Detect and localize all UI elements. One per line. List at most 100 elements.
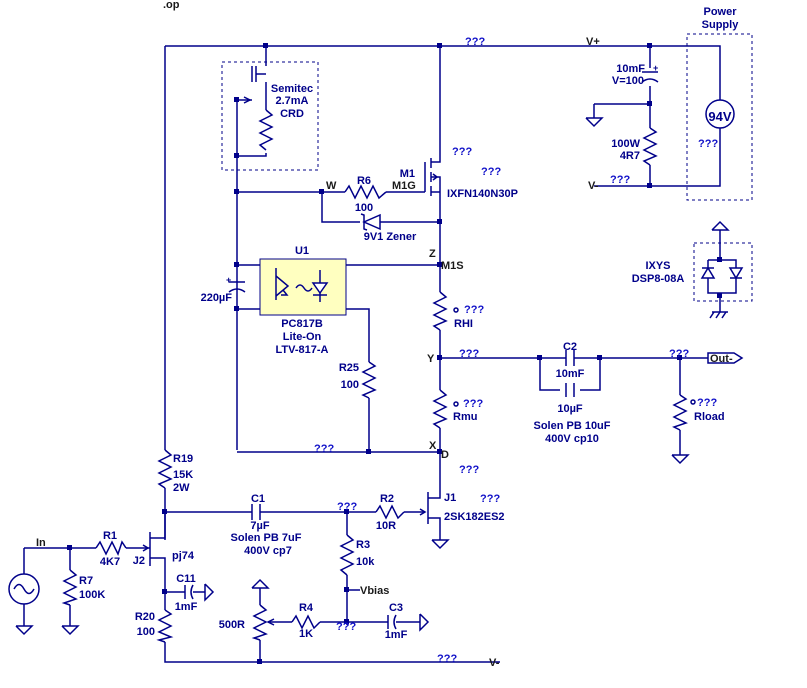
c3-capacitor[interactable]: C3 1mF [385, 602, 430, 641]
r6-resistor[interactable]: R6 100 [344, 175, 387, 214]
r25-resistor[interactable]: R25 100 [339, 361, 377, 399]
bulk-capacitor[interactable]: + 10mF V=100 [612, 63, 659, 87]
net-in: In [36, 537, 46, 549]
j2-jfet[interactable]: J2 pj74 [133, 512, 195, 567]
crd-line1: Semitec [271, 83, 313, 95]
m1-name: M1 [400, 168, 415, 180]
r1-value: 4K7 [100, 556, 120, 568]
net-x: X [429, 440, 437, 452]
zener-diode[interactable]: 9V1 Zener [360, 213, 417, 243]
c3-name: C3 [389, 602, 403, 614]
c2-name: C2 [563, 341, 577, 353]
net-w: W [326, 180, 337, 192]
net-vbias: Vbias [360, 585, 389, 597]
j2-part: pj74 [172, 550, 195, 562]
bleeder-resistor[interactable]: 100W 4R7 [611, 127, 658, 166]
r2-resistor[interactable]: R2 10R [375, 493, 405, 532]
plus-sign: + [653, 63, 658, 73]
r3-name: R3 [356, 539, 370, 551]
rhi-resistor[interactable]: RHI [432, 291, 473, 331]
c1-line2: 400V cp7 [244, 545, 292, 557]
out-port[interactable]: Out- [707, 352, 744, 365]
r19-name: R19 [173, 453, 193, 465]
r4-name: R4 [299, 602, 314, 614]
c3-value: 1mF [385, 629, 408, 641]
net-m1s: M1S [441, 260, 464, 272]
rmu-name: Rmu [453, 411, 477, 423]
readout-x: ??? [314, 443, 334, 455]
net-vplus: V+ [586, 36, 600, 48]
r6-name: R6 [357, 175, 371, 187]
c2-line1: Solen PB 10uF [533, 420, 610, 432]
rmu-resistor[interactable]: Rmu [432, 389, 477, 429]
net-z: Z [429, 248, 436, 260]
j1-part: 2SK182ES2 [444, 511, 505, 523]
readout-r4: ??? [336, 621, 356, 633]
r19-resistor[interactable]: R19 15K 2W [157, 449, 193, 494]
net-out: Out- [710, 353, 733, 365]
r3-value: 10k [356, 556, 375, 568]
j2-name: J2 [133, 555, 145, 567]
bulk-cap-value1: 10mF [616, 63, 645, 75]
spice-directive[interactable]: .op [163, 0, 180, 11]
crd-line3: CRD [280, 108, 304, 120]
plus-sign: + [226, 275, 231, 285]
j1-name: J1 [444, 492, 456, 504]
readout-vminus-bottom: ??? [437, 653, 457, 665]
net-vminus-bottom: V- [489, 657, 500, 669]
supply-voltage: 94V [708, 109, 731, 124]
readout-y: ??? [459, 348, 479, 360]
c11-value: 1mF [175, 601, 198, 613]
r4-value: 1K [299, 628, 313, 640]
readout-vminus: ??? [610, 174, 630, 186]
ixys-line1: IXYS [645, 260, 670, 272]
readout-j1: ??? [480, 493, 500, 505]
r19-value: 15K [173, 469, 193, 481]
rload-name: Rload [694, 411, 725, 423]
ixys-diode-pair[interactable]: IXYS DSP8-08A [632, 220, 753, 319]
c1-value: 7µF [250, 520, 269, 532]
r3-resistor[interactable]: R3 10k [339, 534, 375, 576]
c2-capacitor[interactable]: C2 10mF 10µF Solen PB 10uF 400V cp10 [533, 341, 610, 445]
pot-500r[interactable]: 500R [219, 578, 275, 641]
c220-capacitor[interactable]: + 220µF [201, 275, 246, 304]
c1-capacitor[interactable]: C1 7µF Solen PB 7uF 400V cp7 [231, 493, 302, 557]
r1-resistor[interactable]: R1 4K7 [95, 530, 127, 568]
zener-label: 9V1 Zener [364, 231, 417, 243]
r1-name: R1 [103, 530, 117, 542]
r20-resistor[interactable]: R20 100 [135, 609, 174, 643]
crd-component[interactable]: Semitec 2.7mA CRD [221, 61, 319, 171]
j1-jfet[interactable]: J1 2SK182ES2 [419, 490, 505, 550]
u1-optocoupler[interactable]: U1 PC817B Lite-On LTV-817-A [259, 245, 347, 356]
ixys-line2: DSP8-08A [632, 273, 685, 285]
r4-resistor[interactable]: R4 1K [291, 602, 321, 640]
net-d: D [441, 449, 449, 461]
r20-value: 100 [137, 626, 155, 638]
voltage-source-icon [705, 99, 735, 129]
ground-symbol-bulk [585, 117, 604, 128]
rload-resistor[interactable]: Rload [671, 394, 725, 465]
c11-name: C11 [176, 573, 196, 585]
u1-name: U1 [295, 245, 309, 257]
readout-out: ??? [669, 348, 689, 360]
power-supply[interactable]: Power Supply 94V ??? [686, 6, 753, 201]
m1-mosfet[interactable]: M1 IXFN140N30P [400, 152, 518, 200]
net-vminus-top: V- [588, 180, 599, 192]
rhi-name: RHI [454, 318, 473, 330]
u1-line2: Lite-On [283, 331, 322, 343]
m1-part: IXFN140N30P [447, 188, 518, 200]
c2-line2: 400V cp10 [545, 433, 599, 445]
readout-rload: ??? [697, 397, 717, 409]
r7-resistor[interactable]: R7 100K [61, 569, 105, 636]
c11-capacitor[interactable]: C11 1mF [175, 573, 215, 613]
r20-name: R20 [135, 611, 155, 623]
readout-c1: ??? [337, 501, 357, 513]
r6-value: 100 [355, 202, 373, 214]
u1-line3: LTV-817-A [276, 344, 329, 356]
input-source[interactable] [8, 573, 40, 636]
u1-part: PC817B [281, 318, 323, 330]
r2-name: R2 [380, 493, 394, 505]
bleeder-value2: 4R7 [620, 150, 640, 162]
readout-m1-2: ??? [481, 166, 501, 178]
c2-small-value: 10µF [557, 403, 583, 415]
